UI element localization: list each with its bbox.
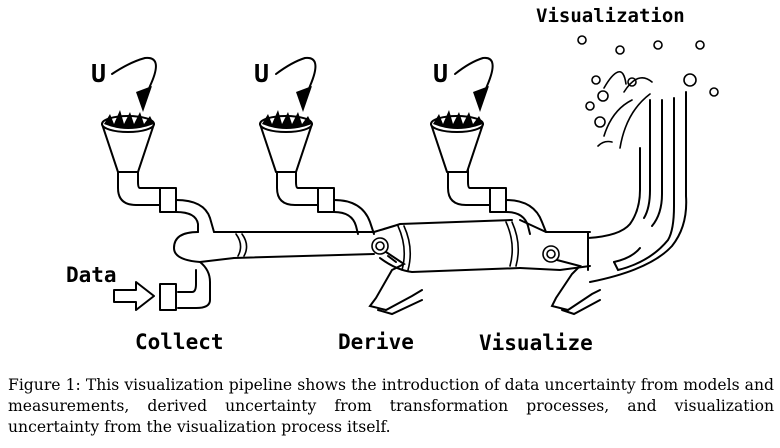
uncertainty-label-2: U: [254, 59, 269, 88]
uncertainty-arrow-2: U: [254, 56, 317, 112]
visualization-bubbles: [577, 35, 719, 149]
data-input-arrow: Data: [66, 263, 177, 311]
uncertainty-label-1: U: [91, 59, 106, 88]
main-pipe: [172, 91, 688, 309]
visualize-valve: [542, 245, 601, 316]
visualize-label: Visualize: [479, 331, 593, 355]
derive-valve: [368, 237, 423, 316]
uncertainty-arrow-1: U: [91, 56, 157, 112]
collect-label: Collect: [135, 330, 224, 354]
uncertainty-arrow-3: U: [433, 56, 494, 112]
uncertainty-label-3: U: [433, 59, 448, 88]
derive-label: Derive: [338, 330, 414, 354]
figure-caption: Figure 1: This visualization pipeline sh…: [8, 376, 774, 436]
funnel-2: [259, 110, 335, 213]
funnel-3: [430, 110, 507, 213]
visualization-title: Visualization: [536, 5, 685, 27]
data-label: Data: [66, 263, 117, 287]
funnel-1: [101, 110, 177, 213]
